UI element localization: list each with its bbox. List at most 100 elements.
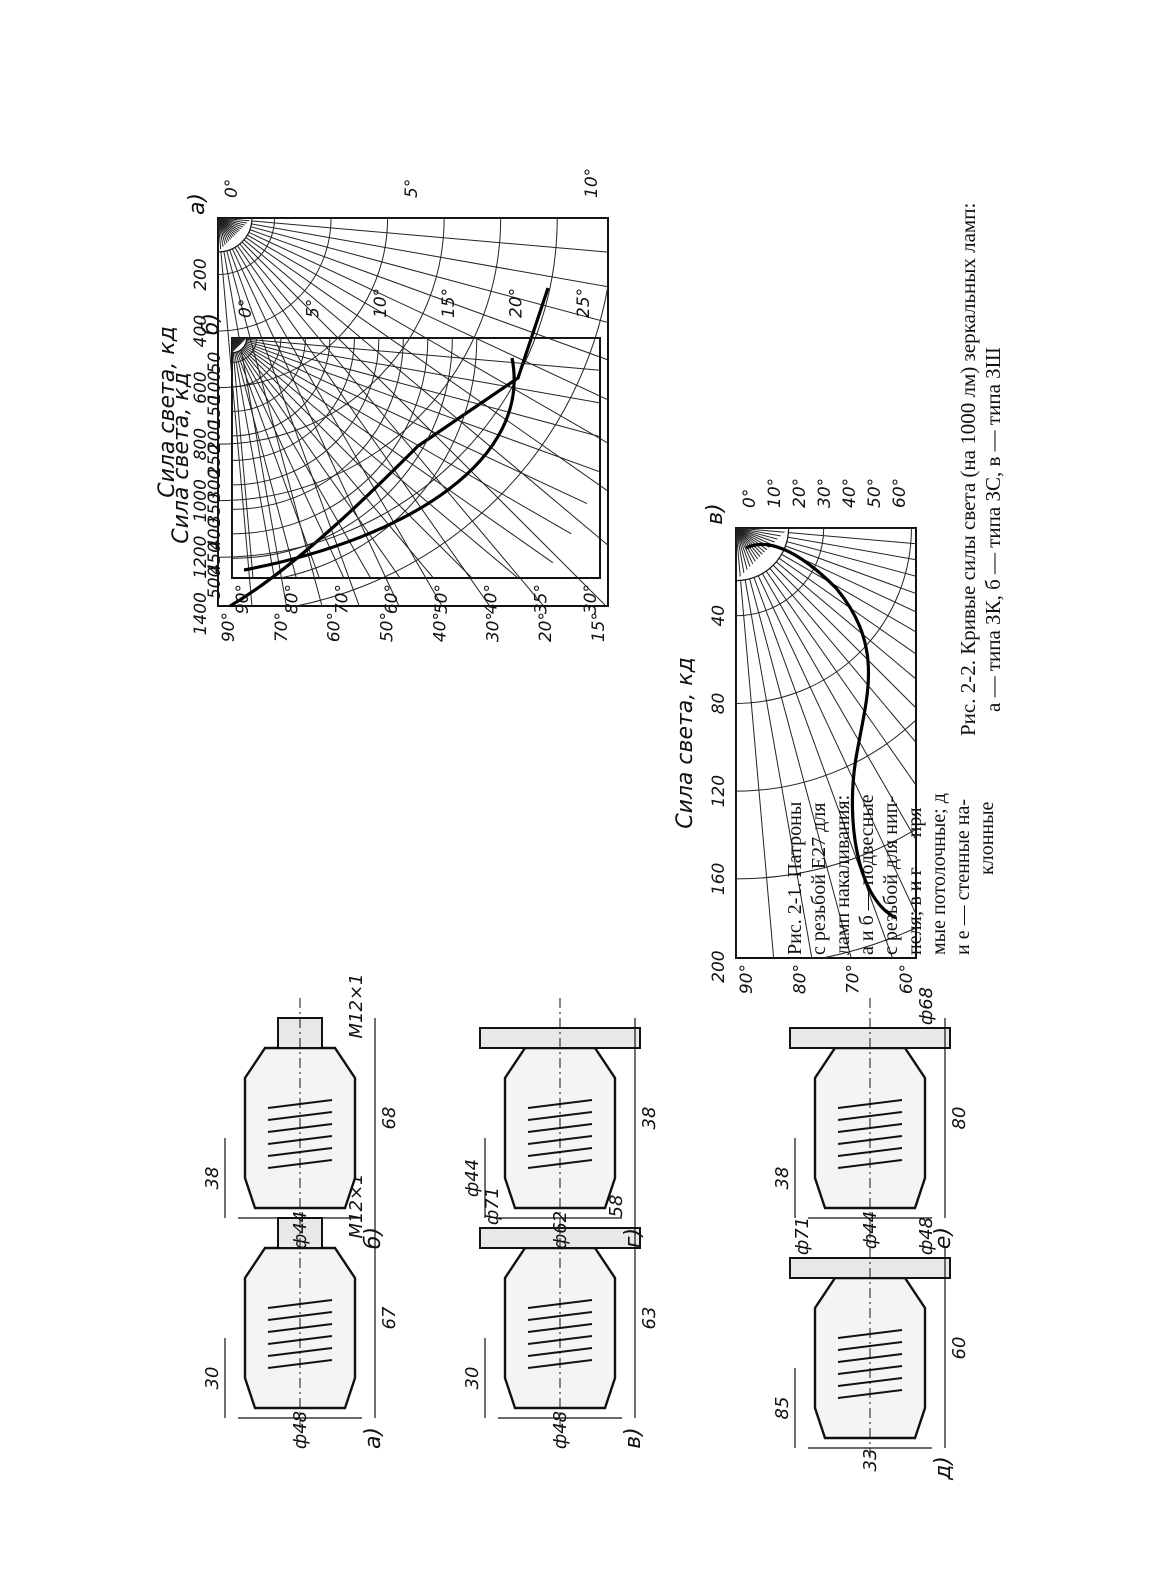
radial-tick-label: 200 [205, 420, 225, 452]
dimension-label: ф44 [462, 1159, 483, 1197]
angle-tick-bottom: 25° [574, 288, 594, 318]
axis-label: Сила света, кд [169, 372, 194, 544]
grid-spoke [736, 528, 916, 958]
figure-2-2-caption-line-2: а — типа ЗК, б — типа ЗС, в — типа ЗШ [981, 347, 1005, 712]
angle-tick-top: 60° [382, 584, 402, 614]
grid-spoke [736, 528, 916, 769]
radial-tick-label: 400 [205, 518, 225, 550]
angle-tick-bottom: 0° [740, 489, 760, 508]
angle-tick-top: 90° [219, 612, 239, 642]
dimension-label: 38 [202, 1167, 223, 1190]
angle-tick-top: 70° [844, 964, 864, 994]
grid-spoke [218, 218, 608, 606]
grid-spoke [232, 338, 533, 578]
grid-spoke [232, 338, 588, 504]
figure-2-1-caption-line: клонные [976, 801, 998, 875]
radial-tick-label: 800 [191, 428, 211, 460]
figure-2-1-caption-line: с резьбой для нип- [880, 795, 902, 955]
dimension-label: 63 [639, 1307, 660, 1330]
angle-tick-top: 90° [233, 584, 253, 614]
intensity-curve [229, 287, 550, 608]
grid-spoke [232, 338, 398, 578]
grid-spoke [736, 528, 916, 958]
angle-tick-top: 50° [432, 584, 452, 614]
grid-arc [736, 528, 916, 958]
grid-spoke [218, 218, 582, 606]
plot-letter: а) [185, 193, 210, 215]
plot-grid [232, 338, 600, 578]
grid-spoke [218, 218, 608, 436]
socket-thread [267, 1111, 333, 1121]
center-cap [231, 337, 248, 354]
dimension-label: 38 [772, 1167, 793, 1190]
dimension-label: M12×1 [346, 974, 367, 1039]
grid-spoke [736, 528, 916, 958]
angle-tick-top: 70° [272, 612, 292, 642]
angle-tick-top: 15° [589, 612, 609, 642]
angle-tick-top: 50° [378, 612, 398, 642]
figure-2-1-caption-line: мые потолочные; д [928, 793, 950, 955]
socket-letter: г) [621, 1228, 646, 1248]
angle-tick-bottom: 5° [304, 299, 324, 318]
grid-spoke [736, 528, 916, 958]
grid-spoke [218, 218, 436, 606]
radial-tick-label: 80 [709, 693, 729, 715]
dimension-label: 38 [639, 1107, 660, 1130]
socket-letter: д) [931, 1456, 956, 1481]
dimension-label: ф44 [290, 1211, 311, 1249]
plot-frame [231, 337, 601, 579]
grid-spoke [232, 338, 572, 535]
radial-tick-label: 1000 [191, 479, 211, 522]
grid-spoke [218, 218, 608, 274]
grid-spoke [736, 528, 798, 958]
angle-tick-top: 60° [325, 612, 345, 642]
grid-spoke [736, 528, 916, 590]
grid-spoke [232, 338, 600, 407]
angle-tick-bottom: 10° [582, 168, 602, 198]
dimension-label: 68 [379, 1107, 400, 1130]
radial-tick-label: 40 [709, 605, 729, 627]
angle-tick-top: 30° [483, 612, 503, 642]
grid-spoke [218, 218, 608, 487]
dimension-label: ф48 [916, 1217, 937, 1255]
grid-spoke [232, 338, 600, 473]
angle-tick-bottom: 50° [865, 478, 885, 508]
axis-label: Сила света, кд [155, 326, 180, 498]
dimension-label: ф62 [550, 1211, 571, 1249]
center-cap [217, 217, 253, 253]
radial-tick-label: 1200 [191, 536, 211, 579]
dimension-label: ф48 [290, 1411, 311, 1449]
angle-tick-top: 35° [531, 584, 551, 614]
grid-spoke [218, 218, 608, 606]
grid-spoke [232, 338, 334, 578]
grid-spoke [218, 218, 487, 606]
angle-tick-bottom: 60° [890, 478, 910, 508]
dimension-label: 33 [860, 1449, 881, 1472]
grid-spoke [232, 338, 458, 578]
dimension-label: ф68 [916, 987, 937, 1025]
grid-spoke [232, 338, 510, 578]
grid-spoke [232, 338, 367, 578]
figure-2-1-caption-line: с резьбой Е27 для [808, 802, 830, 955]
axis-label: Сила света, кд [673, 657, 698, 829]
grid-spoke [232, 338, 485, 578]
grid-spoke [736, 528, 916, 958]
dimension-label: 58 [606, 1195, 627, 1218]
radial-tick-label: 150 [205, 395, 225, 427]
grid-spoke [736, 528, 916, 958]
angle-tick-bottom: 30° [815, 478, 835, 508]
